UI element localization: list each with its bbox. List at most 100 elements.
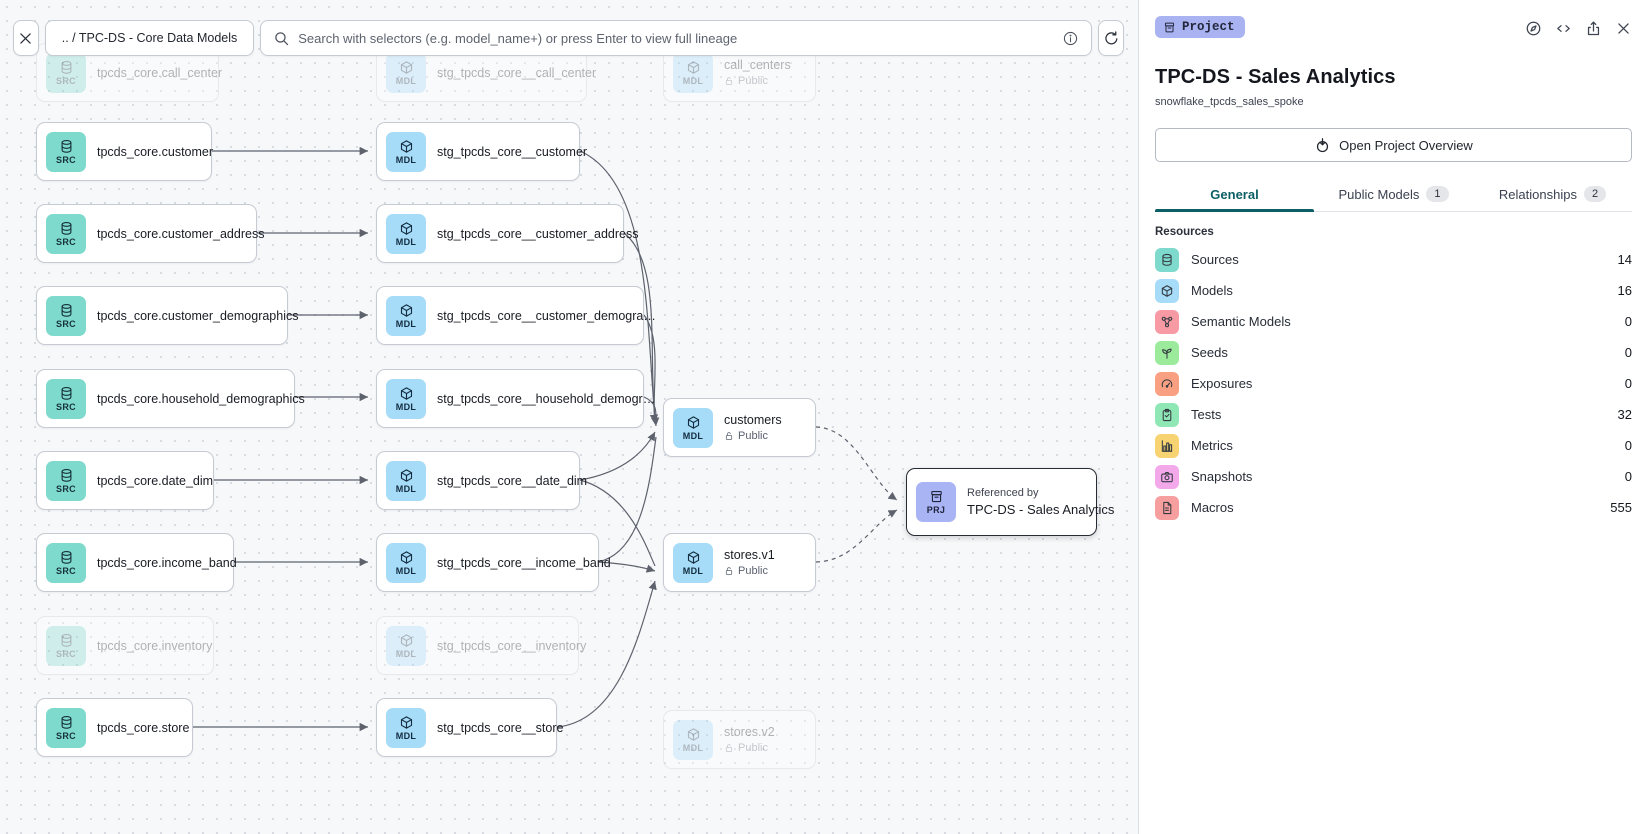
unlock-icon [724,431,734,441]
resources-header: Resources [1155,226,1214,238]
open-project-overview-button[interactable]: Open Project Overview [1155,128,1632,162]
explore-compass-icon[interactable] [1525,20,1542,37]
database-icon: SRC [46,131,86,172]
database-icon: SRC [46,625,86,666]
open-project-overview-label: Open Project Overview [1339,137,1473,153]
project-schema-subtitle: snowflake_tpcds_sales_spoke [1155,96,1304,108]
breadcrumb[interactable]: .. / TPC-DS - Core Data Models [44,20,255,56]
unlock-icon [724,743,734,753]
public-access-badge: Public [724,75,791,87]
overview-target-icon [1314,137,1331,154]
refresh-lineage-button[interactable] [1098,20,1124,56]
node-label: tpcds_core.income_band [97,555,237,570]
cube-icon: MDL [386,460,426,501]
tab-general[interactable]: General [1155,176,1314,212]
cube-icon: MDL [386,131,426,172]
graph-node-prj_sales[interactable]: PRJ Referenced by TPC-DS - Sales Analytics [906,468,1114,536]
node-label: tpcds_core.store [97,720,190,735]
node-label: call_centers [724,58,791,72]
node-label: tpcds_core.customer_demographics [97,308,299,323]
search-input[interactable] [298,30,1055,46]
tab-label: Public Models [1338,186,1420,202]
cube-icon: MDL [386,542,426,583]
resource-row-macros[interactable]: Macros 555 [1155,492,1632,523]
node-label: stg_tpcds_core__inventory [437,638,587,653]
resource-count: 0 [1624,314,1632,329]
lineage-edges [193,146,898,732]
info-icon[interactable] [1062,30,1079,47]
refresh-icon [1103,30,1120,47]
close-panel-icon[interactable] [1615,20,1632,37]
cube-icon: MDL [673,407,713,448]
node-label: stg_tpcds_core__call_center [437,65,597,80]
resource-label: Semantic Models [1191,314,1291,329]
resource-label: Tests [1191,407,1222,422]
project-icon: PRJ [916,482,956,522]
share-icon[interactable] [1585,20,1602,37]
graph-node-mdl_inventory[interactable]: MDL stg_tpcds_core__inventory [376,616,586,675]
resource-label: Sources [1191,252,1239,267]
lineage-edge [643,396,660,427]
cube-icon: MDL [386,625,426,666]
close-icon [17,30,34,47]
node-sublabel: Referenced by [967,487,1039,499]
resource-label: Metrics [1191,438,1233,453]
lineage-edge [623,232,656,421]
node-label: customers [724,413,782,427]
resource-row-semantic-models[interactable]: Semantic Models 0 [1155,306,1632,337]
graph-node-mdl_income_band[interactable]: MDL stg_tpcds_core__income_band [376,533,611,592]
node-label: stg_tpcds_core__store [437,720,564,735]
code-icon[interactable] [1555,20,1572,37]
close-lineage-button[interactable] [13,20,39,56]
cube-icon: MDL [673,52,713,93]
lineage-edge [597,436,657,563]
camera-icon [1155,464,1179,489]
resource-label: Snapshots [1191,469,1253,484]
database-icon: SRC [46,295,86,336]
node-label: TPC-DS - Sales Analytics [967,502,1115,517]
lineage-edge [579,479,656,567]
database-icon: SRC [46,378,86,419]
resource-label: Macros [1191,500,1234,515]
resource-count: 555 [1610,500,1632,515]
resource-label: Seeds [1191,345,1228,360]
database-icon [1155,247,1179,272]
seed-icon [1155,340,1179,365]
project-type-badge: Project [1155,16,1245,38]
node-label: tpcds_core.call_center [97,65,223,80]
database-icon: SRC [46,460,86,501]
cube-icon: MDL [386,295,426,336]
node-label: stg_tpcds_core__income_band [437,555,611,570]
lineage-edge [815,426,898,501]
public-access-badge: Public [724,430,782,442]
lineage-edge [815,509,898,563]
graph-node-src_customer_demographics[interactable]: SRC tpcds_core.customer_demographics [36,286,299,345]
